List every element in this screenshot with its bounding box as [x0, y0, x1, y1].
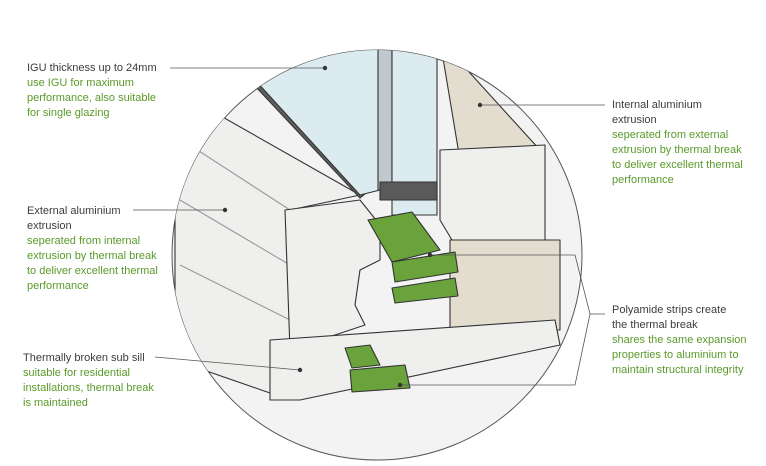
- glass-spacer: [377, 50, 393, 191]
- callout-polyamide-heading: Polyamide strips create the thermal brea…: [612, 303, 764, 333]
- callout-external-extrusion: External aluminium extrusion seperated f…: [27, 204, 187, 294]
- sub-sill-internal: [449, 239, 561, 331]
- desc-line: installations, thermal break: [23, 382, 154, 394]
- callout-sub-sill-description: suitable for residential installations, …: [23, 366, 183, 411]
- heading-line: the thermal break: [612, 319, 698, 331]
- heading-line: Internal aluminium: [612, 99, 702, 111]
- leader-dot-icon: [397, 382, 403, 388]
- leader-lines: [133, 67, 605, 386]
- leader-dot-icon: [427, 252, 433, 258]
- callout-igu-description: use IGU for maximum performance, also su…: [27, 76, 177, 121]
- desc-line: suitable for residential: [23, 367, 131, 379]
- heading-line: External aluminium: [27, 205, 121, 217]
- desc-line: use IGU for maximum: [27, 77, 134, 89]
- desc-line: maintain structural integrity: [612, 364, 744, 376]
- desc-line: performance: [612, 174, 674, 186]
- desc-line: is maintained: [23, 397, 88, 409]
- polyamide-strip-top: [367, 211, 441, 263]
- desc-line: seperated from internal: [27, 235, 141, 247]
- desc-line: performance: [27, 280, 89, 292]
- leader-dot-icon: [297, 367, 303, 373]
- desc-line: shares the same expansion: [612, 334, 747, 346]
- desc-line: for single glazing: [27, 107, 110, 119]
- polyamide-strip-sill-top: [344, 344, 381, 369]
- polyamide-strip-sill: [349, 364, 411, 393]
- glass-sealant: [379, 181, 438, 201]
- desc-line: performance, also suitable: [27, 92, 157, 104]
- desc-line: seperated from external: [612, 129, 729, 141]
- polyamide-strip-lower: [391, 277, 459, 304]
- desc-line: to deliver excellent thermal: [612, 159, 743, 171]
- leader-dots: [222, 65, 483, 388]
- callout-polyamide-description: shares the same expansion properties to …: [612, 333, 764, 378]
- callout-internal-heading: Internal aluminium extrusion: [612, 98, 762, 128]
- sub-sill-external: [269, 319, 561, 401]
- callout-sub-sill: Thermally broken sub sill suitable for r…: [23, 351, 183, 411]
- leader-dot-icon: [322, 65, 328, 71]
- heading-line: extrusion: [27, 220, 72, 232]
- callout-internal-extrusion: Internal aluminium extrusion seperated f…: [612, 98, 762, 188]
- callout-internal-description: seperated from external extrusion by the…: [612, 128, 762, 188]
- desc-line: to deliver excellent thermal: [27, 265, 158, 277]
- callout-igu-heading: IGU thickness up to 24mm: [27, 62, 157, 74]
- desc-line: properties to aluminium to: [612, 349, 739, 361]
- heading-line: extrusion: [612, 114, 657, 126]
- heading-line: Polyamide strips create: [612, 304, 727, 316]
- callout-sub-sill-heading: Thermally broken sub sill: [23, 352, 145, 364]
- callout-external-description: seperated from internal extrusion by the…: [27, 234, 187, 294]
- desc-line: extrusion by thermal break: [612, 144, 742, 156]
- callout-igu: IGU thickness up to 24mm use IGU for max…: [27, 61, 177, 121]
- callout-polyamide: Polyamide strips create the thermal brea…: [612, 303, 764, 378]
- callout-external-heading: External aluminium extrusion: [27, 204, 187, 234]
- leader-dot-icon: [477, 102, 483, 108]
- leader-dot-icon: [222, 207, 228, 213]
- desc-line: extrusion by thermal break: [27, 250, 157, 262]
